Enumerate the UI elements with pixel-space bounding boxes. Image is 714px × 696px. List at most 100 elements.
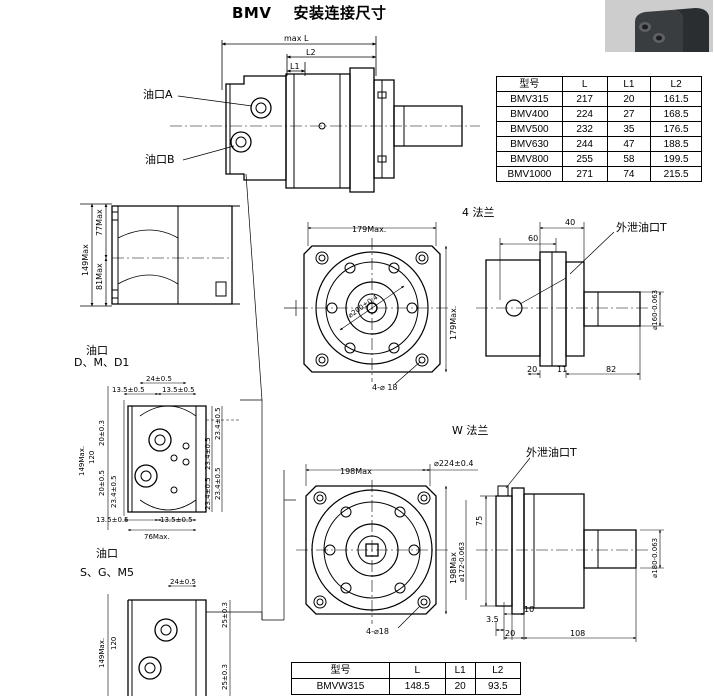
port-view-dmd1 — [107, 381, 262, 532]
drain-label-1: 外泄油口T — [616, 220, 667, 234]
table-cell: 215.5 — [650, 166, 702, 182]
table-cell: BMV315 — [496, 91, 563, 107]
dim-20-a: 20±0.3 — [98, 420, 106, 446]
table-header-row: 型号 L L1 L2 — [291, 662, 522, 679]
table-cell: 20 — [606, 91, 652, 107]
dim-holes-4x18-b: 4-⌀18 — [366, 627, 389, 636]
dim-179-w: 179Max. — [352, 225, 386, 234]
table-cell: 217 — [561, 91, 608, 107]
port-view-sgm5 — [107, 584, 263, 696]
table-cell: 47 — [606, 136, 652, 152]
header-cell: 型号 — [291, 662, 390, 679]
dim-l2: L2 — [306, 48, 316, 57]
dim-3-5: 3.5 — [486, 615, 499, 624]
dim-23-4-e: 23.4±0.5 — [110, 475, 118, 508]
table-cell: 27 — [606, 106, 652, 122]
table-cell: 93.5 — [474, 678, 522, 695]
flange-w-side-view — [465, 457, 664, 642]
flange-w-label: W 法兰 — [452, 423, 488, 437]
table-cell: BMV1000 — [496, 166, 563, 182]
dim-holes-4x18-a: 4-⌀ 18 — [372, 383, 398, 392]
flange-4-side-view — [476, 222, 664, 380]
title-caption: 安装连接尺寸 — [293, 4, 387, 22]
dim-24: 24±0.5 — [146, 375, 172, 383]
header-cell: L1 — [606, 76, 652, 92]
table-cell: 35 — [606, 121, 652, 137]
table-cell: 255 — [561, 151, 608, 167]
dim-20: 20 — [527, 365, 537, 374]
dim-20-b: 20±0.5 — [98, 470, 106, 496]
dim-120-ports: 120 — [88, 451, 96, 464]
table-cell: 224 — [561, 106, 608, 122]
table-row: BMV400 224 27 168.5 — [496, 106, 702, 122]
flange-w-front-view — [262, 464, 478, 629]
dim-40: 40 — [565, 218, 575, 227]
side-view-middle — [80, 203, 240, 307]
dim-60: 60 — [528, 234, 538, 243]
dim-179-h: 179Max. — [449, 306, 458, 340]
table-cell: 271 — [561, 166, 608, 182]
ports-sgm5-title: 油口 — [96, 546, 118, 560]
header-cell: L2 — [474, 662, 522, 679]
dim-10: 10 — [524, 605, 534, 614]
dim-198-h: 198Max — [449, 552, 458, 584]
dim-224: ⌀224±0.4 — [434, 459, 474, 468]
dim-13-5-c: 13.5±0.5 — [96, 516, 129, 524]
dim-20-w: 20 — [505, 629, 515, 638]
table-cell: 168.5 — [650, 106, 702, 122]
table-cell: BMV630 — [496, 136, 563, 152]
dim-25-a: 25±0.3 — [221, 602, 229, 628]
table-row: BMV315 217 20 161.5 — [496, 91, 702, 107]
dim-23-4-b: 23.4±0.5 — [204, 437, 212, 470]
ports-dmd1-sub: D、M、D1 — [74, 356, 129, 369]
dim-77-max: 77Max — [95, 209, 104, 236]
dim-23-4-d: 23.4±0.5 — [204, 477, 212, 510]
dim-198-w: 198Max — [340, 467, 372, 476]
table-cell: 20 — [444, 678, 476, 695]
dimension-table-bmv: 型号 L L1 L2 BMV315 217 20 161.5 BMV400 22… — [496, 76, 702, 182]
dim-24-s: 24±0.5 — [170, 578, 196, 586]
table-row: BMV1000 271 74 215.5 — [496, 166, 702, 182]
header-cell: L2 — [650, 76, 702, 92]
dim-149-max-s: 149Max. — [98, 638, 106, 668]
header-cell: L — [388, 662, 446, 679]
dim-l1: L1 — [290, 62, 300, 71]
table-cell: BMV800 — [496, 151, 563, 167]
dim-shaft-160: ⌀160-0.063 — [651, 290, 659, 330]
header-cell: 型号 — [496, 76, 563, 92]
dim-13-5-b: 13.5±0.5 — [162, 386, 195, 394]
dim-76-max: 76Max. — [144, 533, 170, 541]
table-cell: BMVW315 — [291, 678, 390, 695]
dim-shaft-180: ⌀180-0.063 — [651, 538, 659, 578]
header-cell: L — [561, 76, 608, 92]
flange-4-label: 4 法兰 — [462, 205, 495, 219]
dim-149-max-ports: 149Max. — [78, 446, 86, 476]
table-cell: BMV400 — [496, 106, 563, 122]
header-cell: L1 — [444, 662, 476, 679]
table-cell: 148.5 — [388, 678, 446, 695]
table-cell: 176.5 — [650, 121, 702, 137]
table-cell: 74 — [606, 166, 652, 182]
flange-4-front-view — [284, 222, 448, 385]
table-cell: 244 — [561, 136, 608, 152]
table-cell: 232 — [561, 121, 608, 137]
ports-dmd1-title: 油口 — [86, 343, 108, 357]
dim-11: 11 — [557, 365, 567, 374]
dim-23-4-c: 23.4±0.5 — [214, 467, 222, 500]
dim-149-max: 149Max — [81, 244, 90, 276]
table-cell: 188.5 — [650, 136, 702, 152]
dim-120-s: 120 — [110, 637, 118, 650]
table-cell: 161.5 — [650, 91, 702, 107]
dim-81-max: 81Max — [95, 263, 104, 290]
dimension-table-bmvw: 型号 L L1 L2 BMVW315 148.5 20 93.5 — [291, 662, 522, 695]
table-row: BMV630 244 47 188.5 — [496, 136, 702, 152]
table-row: BMV800 255 58 199.5 — [496, 151, 702, 167]
drain-label-2: 外泄油口T — [526, 445, 577, 459]
table-row: BMVW315 148.5 20 93.5 — [291, 678, 522, 695]
dim-82: 82 — [606, 365, 616, 374]
table-cell: BMV500 — [496, 121, 563, 137]
ports-sgm5-sub: S、G、M5 — [80, 566, 134, 579]
table-cell: 199.5 — [650, 151, 702, 167]
